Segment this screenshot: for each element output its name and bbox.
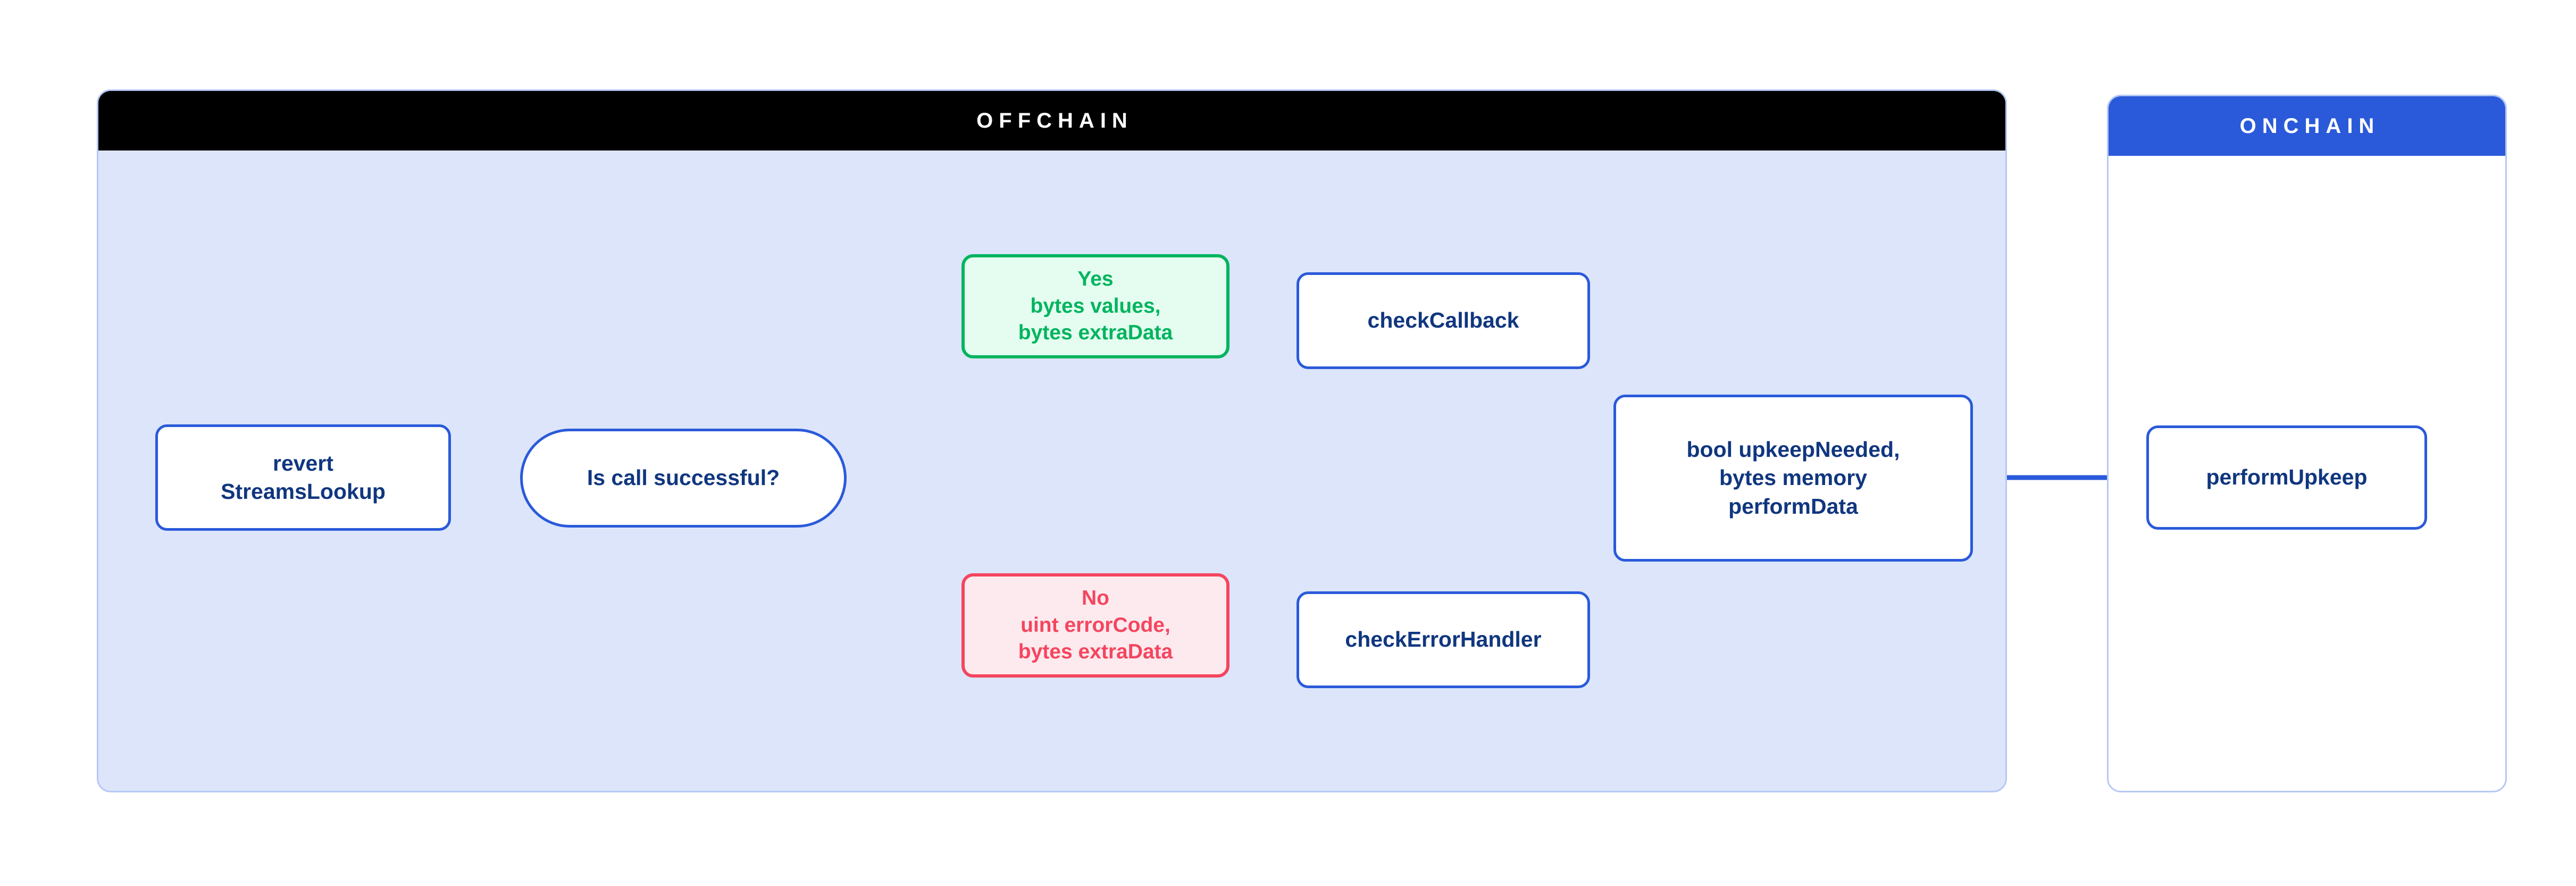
offchain-panel-header: OFFCHAIN bbox=[98, 91, 2005, 151]
node-check-callback[interactable]: checkCallback bbox=[1297, 272, 1590, 369]
node-is-call-successful[interactable]: Is call successful? bbox=[520, 429, 847, 528]
node-no-branch[interactable]: No uint errorCode, bytes extraData bbox=[961, 573, 1230, 678]
node-revert-streamslookup[interactable]: revert StreamsLookup bbox=[155, 424, 451, 531]
node-check-error-handler[interactable]: checkErrorHandler bbox=[1297, 591, 1590, 688]
node-perform-upkeep[interactable]: performUpkeep bbox=[2146, 425, 2427, 530]
node-upkeep-needed-perform-data[interactable]: bool upkeepNeeded, bytes memory performD… bbox=[1613, 395, 1973, 562]
node-yes-branch[interactable]: Yes bytes values, bytes extraData bbox=[961, 254, 1230, 358]
onchain-panel-header: ONCHAIN bbox=[2109, 96, 2505, 156]
